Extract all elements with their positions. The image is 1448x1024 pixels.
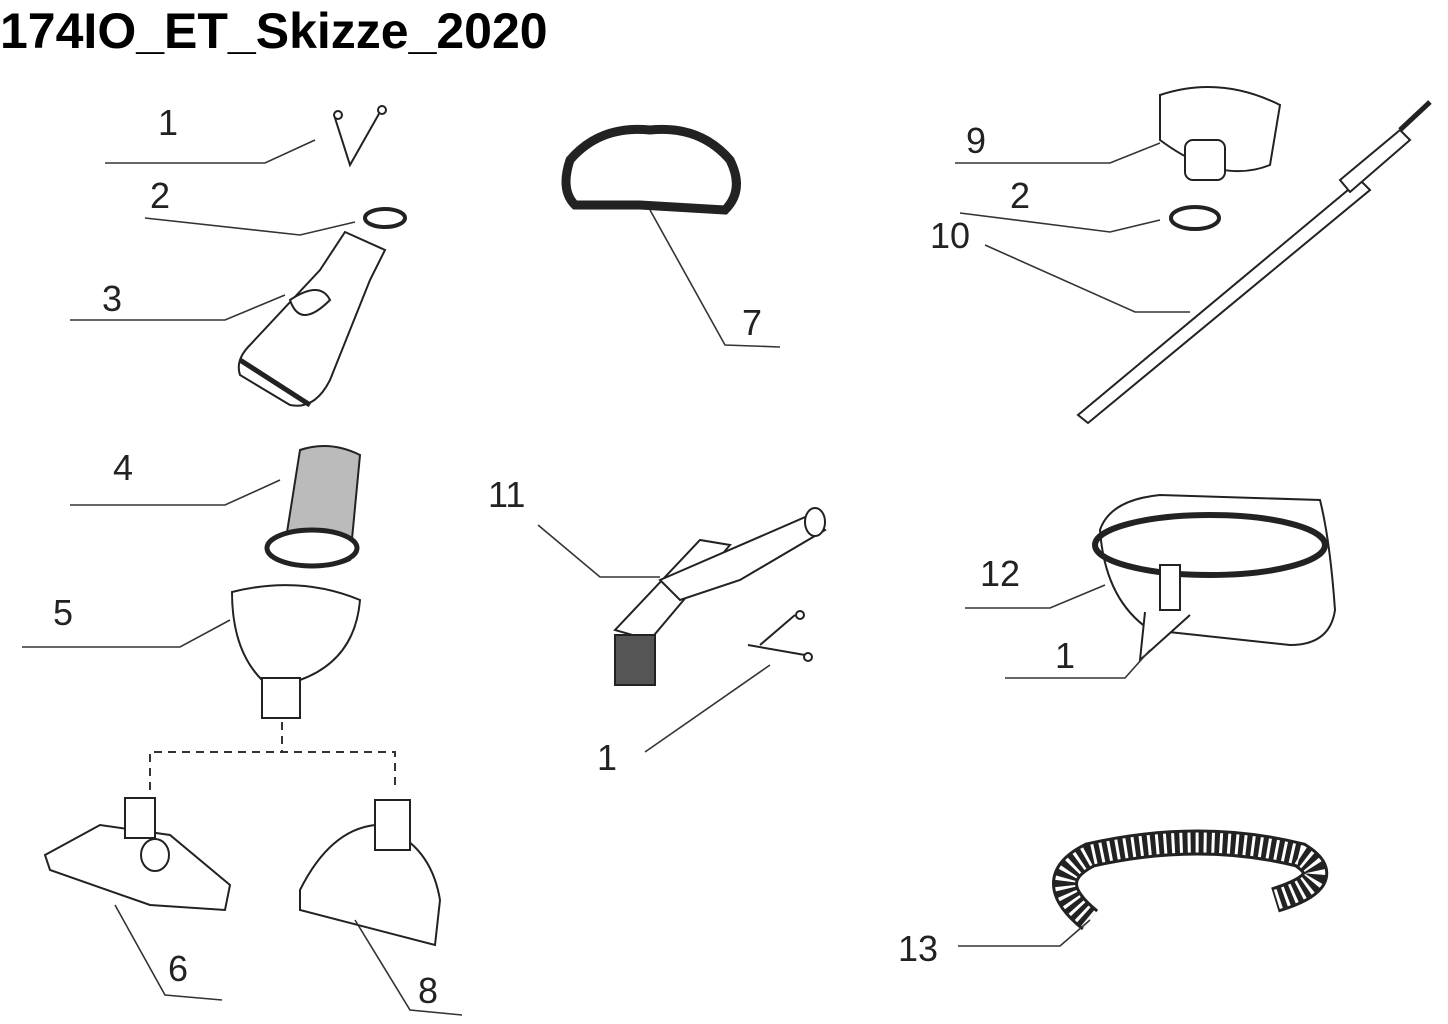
o-ring-part-2-right [1169,205,1221,231]
part-label-4: 4 [113,447,133,488]
leader-line-8 [354,919,463,1016]
leader-line-11 [537,524,660,578]
leader-line-13 [958,919,1091,947]
hose-part-13 [1052,829,1329,931]
brush-part-11 [613,507,827,686]
part-label-11: 11 [488,474,525,515]
part-label-6: 6 [168,948,188,989]
part-label-9: 9 [966,120,986,161]
part-label-2: 2 [1010,175,1030,216]
filter-mesh-part-4 [264,445,362,569]
leader-line-4 [70,479,281,506]
part-label-12: 12 [980,553,1020,594]
o-ring-part-2-left [363,207,407,229]
part-label-1: 1 [1055,635,1075,676]
part-label-3: 3 [102,278,122,319]
leader-line-9 [955,142,1161,164]
leader-line-2 [959,212,1161,233]
leaf-vacuum-part-8 [299,799,442,947]
part-label-13: 13 [898,928,938,969]
part-label-7: 7 [742,302,762,343]
leaf-skimmer-part-12 [1092,493,1337,647]
clip-part-1-center [747,610,813,662]
leader-line-1 [1005,649,1151,679]
leader-line-12 [965,584,1106,609]
adapter-part-9 [1159,86,1282,181]
part-label-8: 8 [418,970,438,1011]
collector-part-5 [230,584,362,719]
seal-part-7 [561,124,741,215]
drawing-title: 174IO_ET_Skizze_2020 [0,3,548,59]
skimmer-head-part-3 [237,230,387,408]
part-label-2: 2 [150,175,170,216]
leader-line-5 [22,619,231,648]
part-label-1: 1 [597,737,617,778]
clip-part-1-top [333,105,387,168]
leader-line-10 [984,244,1190,313]
leader-line-1 [105,139,316,164]
part-label-10: 10 [930,215,970,256]
part-label-5: 5 [53,592,73,633]
vacuum-head-part-6 [43,797,232,912]
leader-line-6 [114,904,223,1001]
part-label-1: 1 [158,102,178,143]
leader-line-1 [644,664,771,753]
leader-line-2 [144,217,356,236]
leader-line-3 [70,294,286,321]
telescopic-pole-part-10 [1076,100,1432,425]
alternative-connector-lines [149,722,396,790]
leader-line-7 [649,209,781,348]
